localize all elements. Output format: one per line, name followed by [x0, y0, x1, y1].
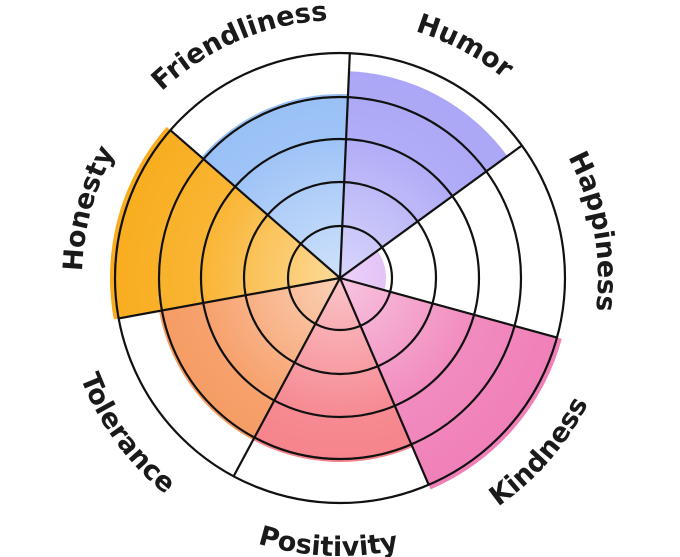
spoke-4: [338, 277, 430, 486]
label-humor: Humor: [413, 8, 520, 85]
spoke-7: [169, 129, 341, 279]
spoke-6: [118, 276, 341, 320]
segment-shade-friendliness: [201, 94, 349, 278]
segment-fills: [110, 71, 562, 490]
label-friendliness: Friendliness: [146, 0, 329, 97]
ring-5: [113, 51, 567, 505]
ring-1: [286, 224, 394, 332]
label-happiness: Happiness: [562, 147, 622, 313]
segment-shade-tolerance: [158, 278, 340, 441]
segment-shade-honesty: [110, 126, 341, 320]
ring-3: [199, 137, 481, 419]
segment-shade-kindness: [340, 278, 562, 490]
spoke-3: [339, 276, 558, 339]
wheel-grid: [113, 51, 567, 505]
segment-shade-positivity: [253, 278, 413, 462]
ring-2: [242, 180, 438, 376]
label-positivity: Positivity: [256, 520, 401, 557]
spoke-1: [338, 53, 351, 279]
segment-shade-humor: [340, 71, 508, 278]
spoke-2: [339, 144, 523, 279]
label-tolerance: Tolerance: [74, 368, 181, 499]
spoke-5: [232, 277, 341, 477]
ring-4: [157, 95, 523, 461]
